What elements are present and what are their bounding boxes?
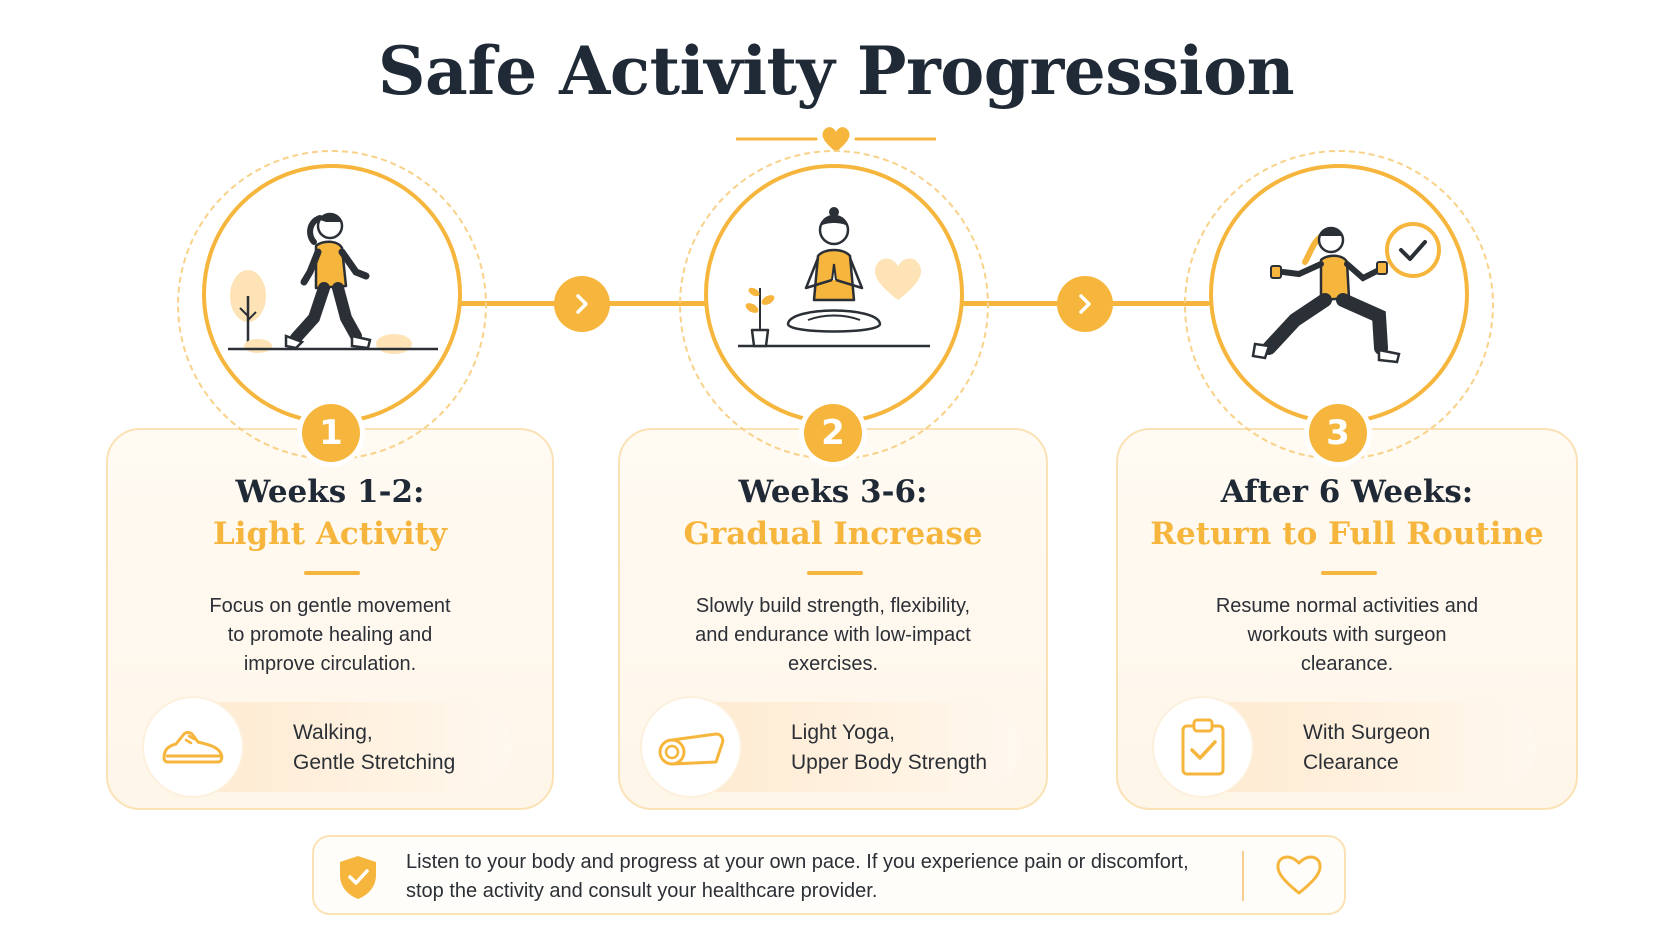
- stage-1-illustration: [202, 164, 462, 424]
- stage-1-period: Weeks 1-2:: [235, 474, 425, 510]
- stage-1-activity-list: Walking, Gentle Stretching: [293, 721, 456, 774]
- stage-2-activity-icon-wrap: [642, 698, 740, 796]
- page-title: Safe Activity Progression: [377, 32, 1295, 110]
- stage-3-divider: [1321, 571, 1377, 575]
- safety-note-text: Listen to your body and progress at your…: [406, 851, 1189, 902]
- clipboard-check-icon: [1181, 718, 1225, 776]
- heart-icon: [874, 258, 922, 300]
- stage-2-activities: Light Yoga, Upper Body Strength: [642, 698, 1020, 796]
- next-stage-arrow-2: [1057, 276, 1113, 332]
- stage-3-activity-icon-wrap: [1154, 698, 1252, 796]
- stage-3-illustration: [1209, 164, 1469, 424]
- next-stage-arrow-1: [554, 276, 610, 332]
- heart-icon: [822, 127, 850, 152]
- stage-3-number-badge: 3: [1309, 404, 1367, 462]
- safety-note: Listen to your body and progress at your…: [312, 835, 1346, 915]
- walking-woman-illustration: [228, 212, 438, 354]
- stage-2-period: Weeks 3-6:: [738, 474, 928, 510]
- yoga-mat-icon: [658, 732, 725, 766]
- chevron-right-icon: [1079, 294, 1091, 314]
- stage-1-description: Focus on gentle movement to promote heal…: [209, 595, 451, 675]
- stage-2-title: Gradual Increase: [683, 516, 983, 552]
- stage-3-title: Return to Full Routine: [1150, 516, 1544, 552]
- stage-1-activity-icon-wrap: [144, 698, 242, 796]
- stage-1-divider: [304, 571, 360, 575]
- sneaker-icon: [162, 731, 224, 764]
- chevron-right-icon: [576, 294, 588, 314]
- stage-2-activity-list: Light Yoga, Upper Body Strength: [791, 721, 988, 774]
- stage-card-3: After 6 Weeks: Return to Full Routine Re…: [1116, 428, 1578, 810]
- stage-card-2: Weeks 3-6: Gradual Increase Slowly build…: [618, 428, 1048, 810]
- stage-2-divider: [807, 571, 863, 575]
- check-icon: [1385, 222, 1441, 278]
- stage-1-title: Light Activity: [212, 516, 448, 552]
- stage-card-1: Weeks 1-2: Light Activity Focus on gentl…: [106, 428, 554, 810]
- stage-3-description: Resume normal activities and workouts wi…: [1215, 595, 1479, 675]
- shield-check-icon: [340, 856, 376, 899]
- stage-2-description: Slowly build strength, flexibility, and …: [695, 595, 971, 675]
- stage-3-activities: With Surgeon Clearance: [1154, 698, 1536, 796]
- stage-1-number-badge: 1: [302, 404, 360, 462]
- title-ornament: [736, 127, 936, 152]
- heart-outline-icon: [1276, 855, 1322, 895]
- stage-2-illustration: [704, 164, 964, 424]
- stage-3-period: After 6 Weeks:: [1220, 474, 1474, 510]
- stage-3-activity-list: With Surgeon Clearance: [1303, 721, 1431, 774]
- yoga-meditation-illustration: [738, 207, 930, 348]
- safety-note-divider: [1242, 851, 1244, 901]
- lunge-dumbbells-illustration: [1251, 222, 1441, 364]
- stage-2-number-badge: 2: [804, 404, 862, 462]
- stage-1-activities: Walking, Gentle Stretching: [144, 698, 512, 796]
